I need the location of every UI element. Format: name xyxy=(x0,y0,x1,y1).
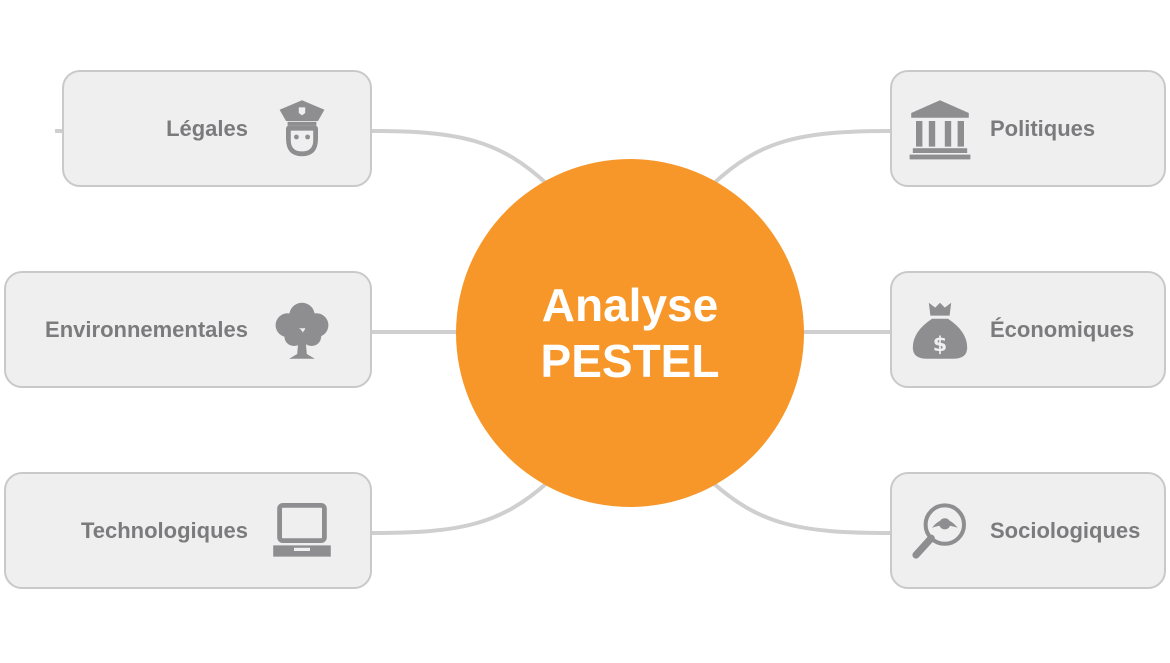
police-officer-icon xyxy=(270,97,334,161)
government-building-icon xyxy=(908,97,972,161)
laptop-icon xyxy=(270,499,334,563)
node-label: Politiques xyxy=(990,115,1096,141)
node-legales[interactable]: Légales xyxy=(62,70,372,187)
node-sociologiques[interactable]: Sociologiques xyxy=(890,472,1166,589)
node-label: Sociologiques xyxy=(990,517,1141,543)
money-bag-icon: $ xyxy=(908,298,972,362)
node-label: Environnementales xyxy=(45,316,248,342)
magnifier-eye-icon xyxy=(908,499,972,563)
node-label: Économiques xyxy=(990,316,1135,342)
node-label: Technologiques xyxy=(80,517,248,543)
connector-politiques xyxy=(710,129,891,187)
connector-sociologiques xyxy=(710,480,891,535)
center-node: Analyse PESTEL xyxy=(456,159,804,507)
connector-technologiques xyxy=(370,480,550,535)
center-title-line2: PESTEL xyxy=(540,335,720,387)
node-politiques[interactable]: Politiques xyxy=(890,70,1166,187)
tree-icon xyxy=(270,298,334,362)
connector-legales xyxy=(370,129,550,187)
svg-text:$: $ xyxy=(933,331,947,355)
node-technologiques[interactable]: Technologiques xyxy=(4,472,372,589)
center-title-line1: Analyse xyxy=(541,279,719,331)
node-economiques[interactable]: $ Économiques xyxy=(890,271,1166,388)
node-environnementales[interactable]: Environnementales xyxy=(4,271,372,388)
node-label: Légales xyxy=(166,115,248,141)
